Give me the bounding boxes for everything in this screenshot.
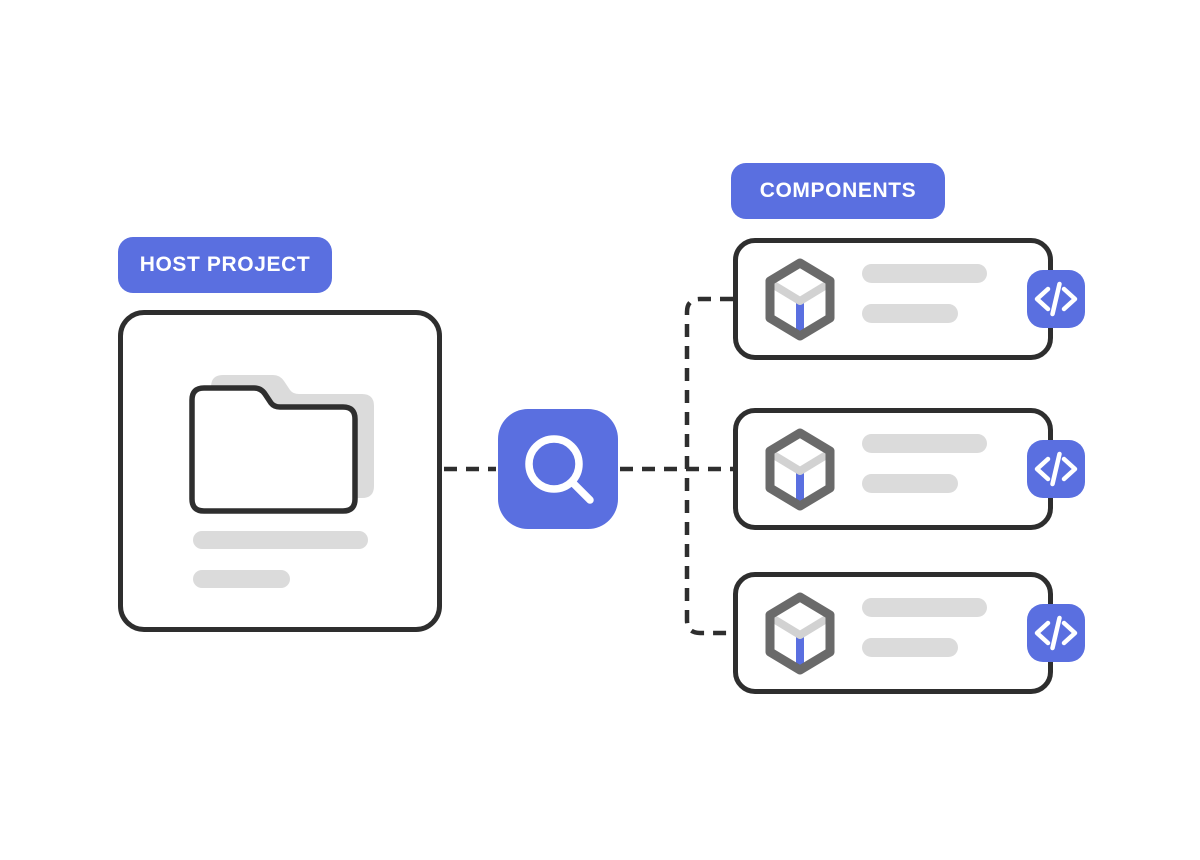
host-project-box <box>118 310 442 632</box>
components-list <box>733 238 1093 694</box>
host-project-label-text: HOST PROJECT <box>139 253 311 276</box>
folder-icon <box>189 375 374 514</box>
code-icon <box>1027 270 1085 328</box>
component-card <box>733 408 1085 530</box>
package-icon <box>765 258 835 341</box>
placeholder-line <box>862 598 987 617</box>
components-label: COMPONENTS <box>731 163 945 219</box>
component-card <box>733 572 1085 694</box>
search-icon <box>498 409 618 529</box>
connector-branch-trunk <box>684 296 733 636</box>
code-icon <box>1027 440 1085 498</box>
host-project-label: HOST PROJECT <box>118 237 332 293</box>
placeholder-line <box>862 304 958 323</box>
component-card <box>733 238 1085 360</box>
package-icon <box>765 592 835 675</box>
placeholder-line <box>862 638 958 657</box>
placeholder-line <box>193 570 290 588</box>
placeholder-line <box>862 474 958 493</box>
code-icon <box>1027 604 1085 662</box>
placeholder-line <box>862 434 987 453</box>
placeholder-line <box>862 264 987 283</box>
components-label-text: COMPONENTS <box>759 179 917 202</box>
placeholder-line <box>193 531 368 549</box>
package-icon <box>765 428 835 511</box>
